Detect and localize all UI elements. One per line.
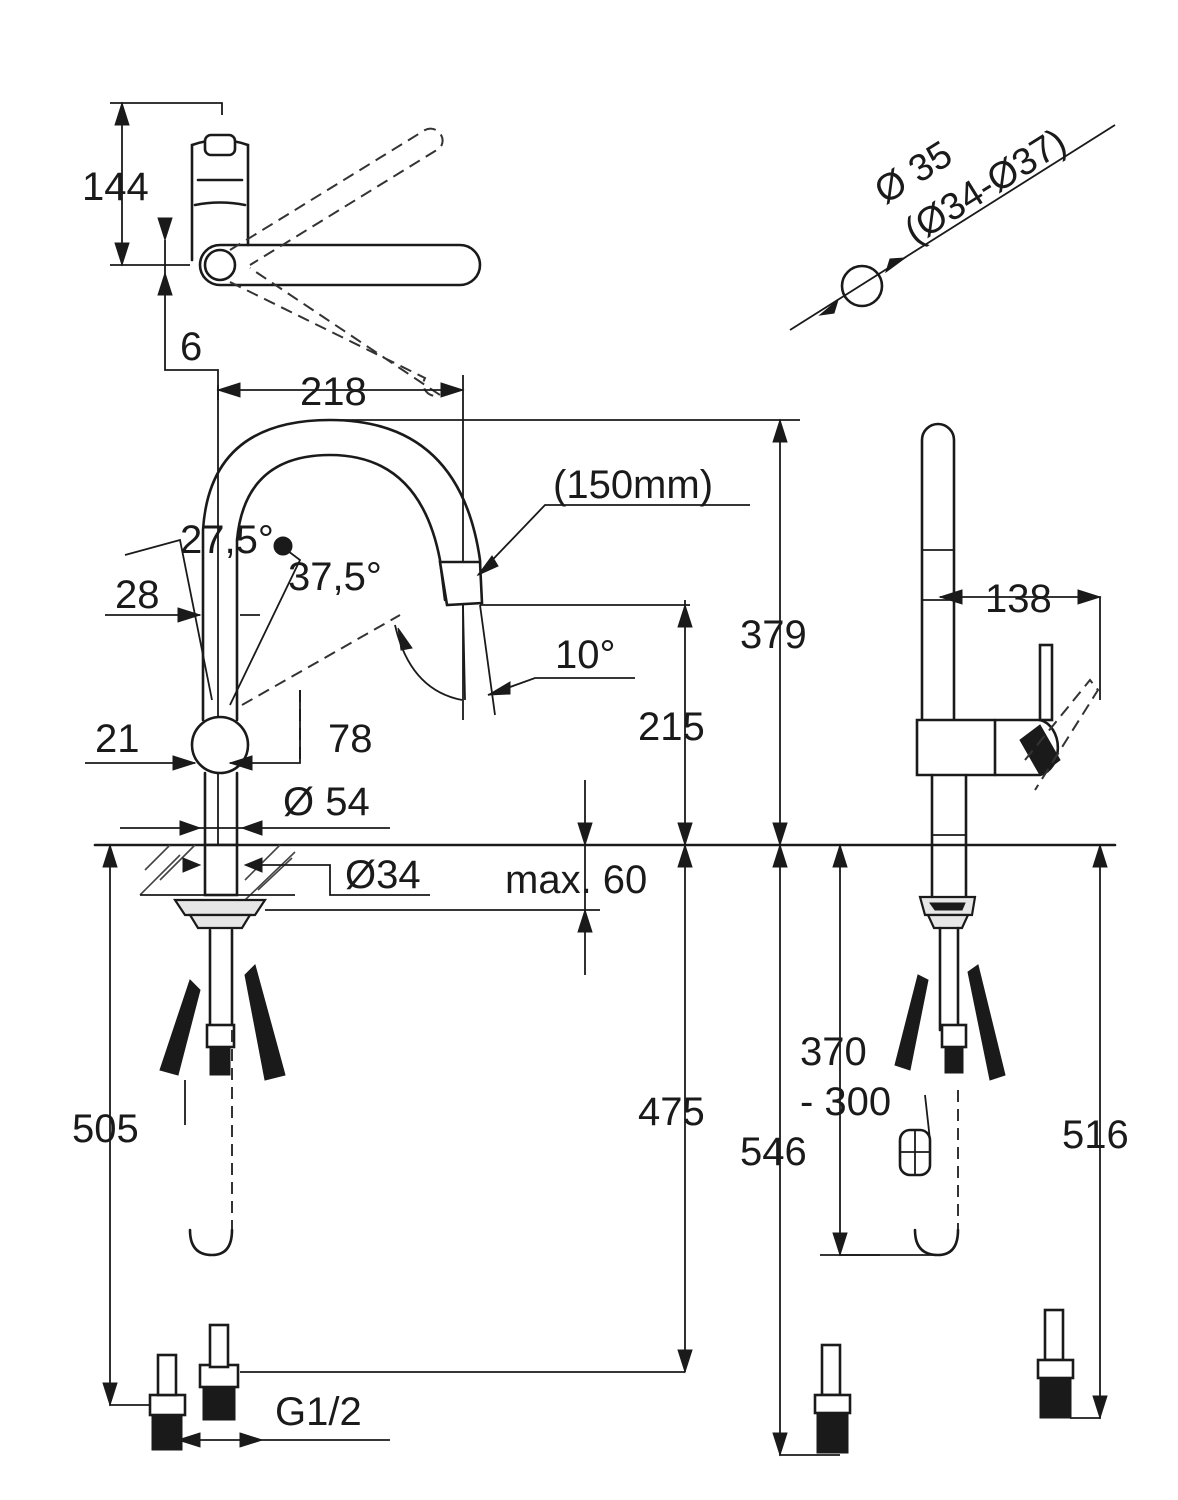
- label-g1-2: G1/2: [275, 1390, 362, 1434]
- label-300: - 300: [800, 1080, 891, 1124]
- label-diameter-34: Ø34: [345, 853, 421, 897]
- label-546: 546: [740, 1130, 807, 1174]
- label-37-5-deg: 37,5°: [288, 555, 382, 599]
- label-475: 475: [638, 1090, 705, 1134]
- label-370: 370: [800, 1030, 867, 1074]
- label-10-deg: 10°: [555, 633, 616, 677]
- label-144: 144: [82, 165, 149, 209]
- mounting-hole-icon: [789, 124, 1116, 331]
- label-215: 215: [638, 705, 705, 749]
- faucet-front-view: [85, 375, 1117, 1457]
- label-diameter-54: Ø 54: [283, 780, 370, 824]
- label-150mm: (150mm): [553, 463, 713, 507]
- label-27-5-deg: 27,5°: [180, 518, 274, 562]
- label-21: 21: [95, 717, 140, 761]
- label-28: 28: [115, 573, 160, 617]
- faucet-side-view: [813, 422, 1108, 1454]
- label-6: 6: [180, 325, 202, 369]
- label-78: 78: [328, 717, 373, 761]
- label-218: 218: [300, 370, 367, 414]
- handle-top-view: [110, 101, 482, 400]
- label-max-60: max. 60: [505, 858, 647, 902]
- supply-hose-icon: [159, 964, 286, 1081]
- label-516: 516: [1062, 1113, 1129, 1157]
- label-505: 505: [72, 1107, 139, 1151]
- label-379: 379: [740, 613, 807, 657]
- label-138: 138: [985, 577, 1052, 621]
